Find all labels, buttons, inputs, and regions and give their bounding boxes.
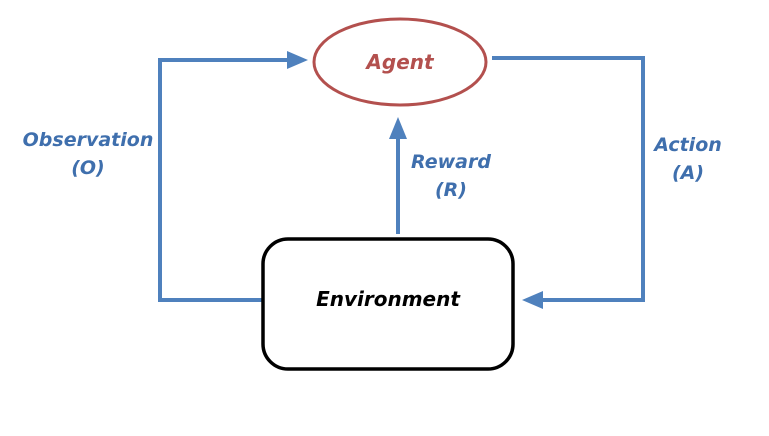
observation-arrowhead [287, 51, 308, 69]
action-arrowhead [522, 291, 543, 309]
agent-label: Agent [366, 50, 434, 74]
observation-arrow-line [158, 58, 290, 302]
action-label: Action (A) [654, 131, 722, 187]
action-label-symbol: (A) [671, 162, 705, 184]
reward-arrowhead [389, 117, 407, 139]
agent-node [312, 17, 488, 107]
observation-label: Observation (O) [23, 126, 154, 182]
observation-label-name: Observation [22, 129, 154, 151]
observation-label-symbol: (O) [71, 157, 105, 179]
reward-label-symbol: (R) [434, 179, 467, 201]
reward-label: Reward (R) [411, 148, 491, 204]
action-label-name: Action [654, 134, 722, 156]
environment-label: Environment [316, 287, 460, 311]
reward-label-name: Reward [411, 151, 491, 173]
action-arrow-line [492, 56, 645, 302]
environment-node [261, 237, 515, 371]
